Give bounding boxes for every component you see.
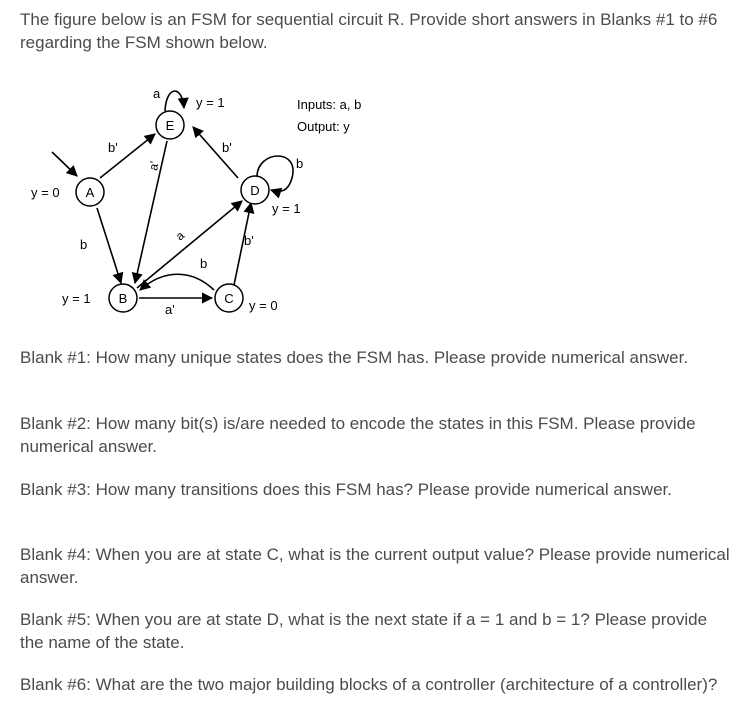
state-a-label: A (86, 185, 95, 200)
blank-1: Blank #1: How many unique states does th… (20, 348, 689, 367)
legend-inputs: Inputs: a, b (297, 97, 361, 112)
label-c-to-b: b (200, 256, 207, 271)
state-d-label: D (250, 183, 259, 198)
state-c-label: C (224, 291, 233, 306)
edge-e-to-b (131, 140, 168, 285)
start-arrow (51, 151, 78, 177)
output-a: y = 0 (31, 185, 60, 200)
edge-a-to-b (96, 207, 124, 285)
state-d: D (240, 175, 270, 205)
label-d-self: b (296, 156, 303, 171)
label-a-to-b: b (80, 237, 87, 252)
blank-6: Blank #6: What are the two major buildin… (20, 675, 718, 694)
output-b: y = 1 (62, 291, 91, 306)
output-e: y = 1 (196, 95, 225, 110)
output-d: y = 1 (272, 201, 301, 216)
fsm-diagram: A E D B C y = 0 y = 1 y = 1 y = 1 y = 0 … (31, 86, 361, 317)
blank-5: Blank #5: When you are at state D, what … (20, 610, 708, 652)
state-e-label: E (166, 118, 175, 133)
edge-d-self (256, 155, 294, 199)
label-b-to-c: a' (165, 302, 175, 317)
edge-d-to-e (192, 126, 239, 179)
blank-4: Blank #4: When you are at state C, what … (20, 545, 730, 587)
blank-2: Blank #2: How many bit(s) is/are needed … (20, 414, 696, 456)
label-c-to-d: b' (244, 233, 254, 248)
edge-c-to-d (233, 201, 255, 286)
state-e: E (155, 110, 185, 140)
edge-b-to-d (136, 200, 243, 289)
label-a-to-e: b' (108, 140, 118, 155)
state-c: C (214, 283, 244, 313)
edge-e-self (164, 90, 189, 112)
state-b: B (108, 283, 138, 313)
label-d-to-e: b' (222, 140, 232, 155)
label-e-to-b: a' (146, 160, 161, 171)
legend-output: Output: y (297, 119, 350, 134)
output-c: y = 0 (249, 298, 278, 313)
state-a: A (75, 177, 105, 207)
question-intro: The figure below is an FSM for sequentia… (20, 10, 718, 52)
state-b-label: B (119, 291, 128, 306)
blank-3: Blank #3: How many transitions does this… (20, 480, 672, 499)
edge-c-to-b (139, 273, 215, 291)
edge-a-to-e (99, 133, 156, 179)
label-e-self: a (153, 86, 161, 101)
label-b-to-d: a (173, 228, 187, 243)
